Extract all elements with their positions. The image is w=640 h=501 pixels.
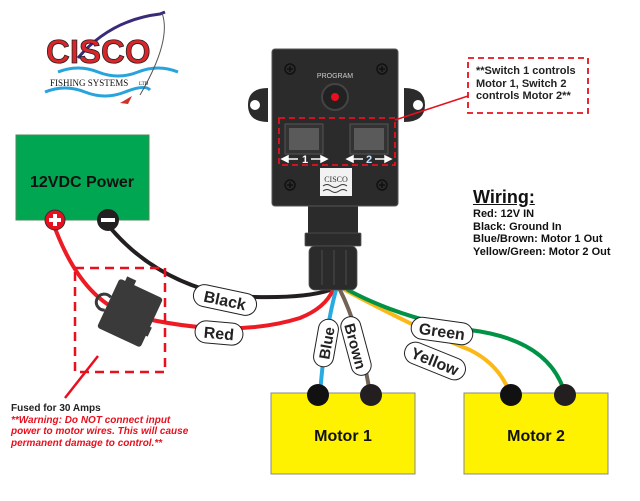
fuse-highlight-box <box>73 266 167 374</box>
svg-text:Red: Red <box>203 325 235 345</box>
negative-terminal-icon <box>97 209 119 231</box>
wire-red <box>50 218 335 331</box>
cable-gland-nut <box>308 245 358 291</box>
fuse-holder <box>64 266 167 399</box>
switch-highlight-box <box>278 117 396 166</box>
power-supply-box <box>15 134 150 221</box>
switch-1-button[interactable] <box>284 123 324 155</box>
switch-1-number: 1 <box>302 154 308 166</box>
logo-wave-top <box>57 66 179 78</box>
logo-wave-bottom <box>44 85 152 98</box>
program-label: PROGRAM <box>317 73 353 80</box>
motor-2: q Motor 2 <box>463 384 609 475</box>
fuse-note: Fused for 30 Amps **Warning: Do NOT conn… <box>11 403 188 449</box>
logo-suffix-text: LTD <box>139 82 149 87</box>
label-black: Black <box>192 284 258 316</box>
warning-line: permanent damage to control.** <box>11 437 163 449</box>
motor-1: Motor 1 <box>270 384 416 475</box>
fuse-pointer-line <box>64 355 99 399</box>
controller-logo-text: CISCO <box>324 175 348 184</box>
fuse-rating-text: Fused for 30 Amps <box>11 403 101 414</box>
label-red: Red <box>194 320 244 346</box>
wiring-legend-item: Yellow/Green: Motor 2 Out <box>473 245 611 258</box>
wire-black <box>102 218 332 300</box>
controller: PROGRAM 1 2 CISCO <box>248 48 425 291</box>
wiring-legend-title: Wiring: <box>473 187 535 207</box>
switch-1-arrow-icon <box>280 154 329 164</box>
wiring-legend-item: Red: 12V IN <box>473 208 535 220</box>
motor-2-terminal-a <box>500 384 522 406</box>
motor-1-label: Motor 1 <box>314 428 372 445</box>
motor-1-terminal-a <box>307 384 329 406</box>
logo-tagline-text: FISHING SYSTEMS <box>50 78 128 88</box>
motor-1-box <box>270 392 416 475</box>
fishing-rod-icon <box>76 10 166 59</box>
switch-note-box <box>467 57 589 114</box>
motor-2-label: Motor 2 <box>507 428 565 445</box>
switch-2-number: 2 <box>366 154 372 166</box>
switch-note-pointer <box>394 95 469 121</box>
motor-2-box <box>463 392 609 475</box>
switch-note: **Switch 1 controls Motor 1, Switch 2 co… <box>476 65 576 103</box>
switch-2-arrow-icon <box>345 154 393 164</box>
fishing-line-icon <box>139 12 165 96</box>
positive-terminal-icon <box>44 209 66 231</box>
label-blue: Blue <box>313 318 339 368</box>
svg-text:Blue: Blue <box>316 326 338 361</box>
wiring-legend-item: Blue/Brown: Motor 1 Out <box>473 233 603 245</box>
switch-note-line: Motor 1, Switch 2 <box>476 77 567 90</box>
logo-brand-text: CISCO <box>46 33 151 70</box>
warning-line: power to motor wires. This will cause <box>11 426 189 437</box>
wire-yellow <box>343 288 512 396</box>
switch-note-line: controls Motor 2** <box>476 90 571 102</box>
svg-text:Green: Green <box>418 321 466 344</box>
fuse-body <box>97 279 163 347</box>
power-supply: 12VDC Power <box>15 134 150 231</box>
label-green: Green <box>410 316 474 346</box>
wiring-legend-item: Black: Ground In <box>473 220 562 233</box>
motor-1-terminal-b <box>360 384 382 406</box>
label-brown: Brown <box>340 316 372 376</box>
warning-line: **Warning: Do NOT connect input <box>11 414 171 426</box>
cisco-logo: CISCO FISHING SYSTEMS LTD <box>44 10 179 104</box>
program-led-icon <box>331 93 339 101</box>
wiring-legend: Wiring: Red: 12V IN Black: Ground In Blu… <box>473 187 611 258</box>
switch-note-line: **Switch 1 controls <box>476 65 576 77</box>
lure-icon <box>120 96 132 104</box>
switch-2-button[interactable] <box>349 123 389 155</box>
program-button[interactable] <box>321 83 349 111</box>
motor-2-terminal-b <box>554 384 576 406</box>
power-supply-label: 12VDC Power <box>30 174 134 191</box>
controller-body <box>271 48 399 207</box>
